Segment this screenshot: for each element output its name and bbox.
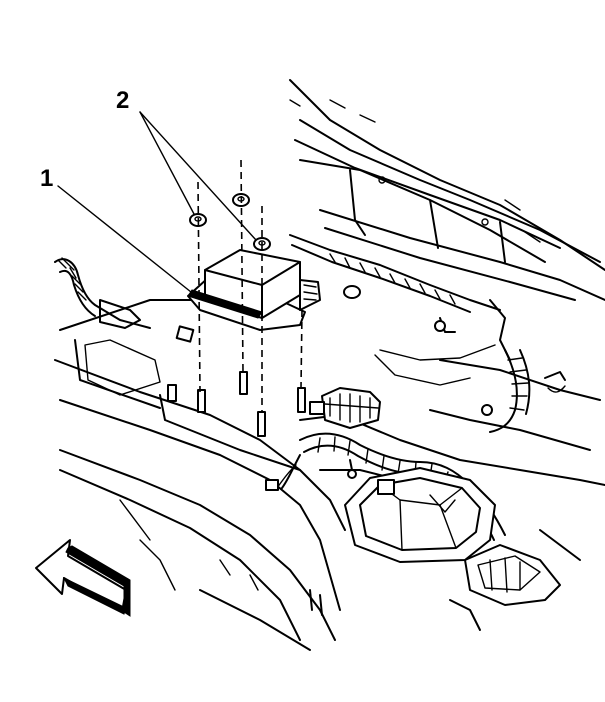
sensing-diagnostic-module xyxy=(187,249,321,331)
mounting-studs xyxy=(167,371,306,437)
right-wiring-harness xyxy=(481,349,566,433)
forward-direction-arrow-icon xyxy=(35,539,131,617)
lower-module xyxy=(344,467,496,563)
lower-right-bracket xyxy=(449,529,581,631)
harness-connector xyxy=(309,387,381,429)
installation-axis-lines xyxy=(197,159,303,412)
mounting-nuts xyxy=(189,193,271,251)
callout-2-label: 2 xyxy=(116,87,129,114)
leader-lines xyxy=(57,111,257,297)
callout-1-label: 1 xyxy=(40,165,53,192)
upper-cable-harness xyxy=(289,234,511,361)
body-floor-structure xyxy=(289,79,605,301)
left-wiring-harness xyxy=(54,257,195,343)
